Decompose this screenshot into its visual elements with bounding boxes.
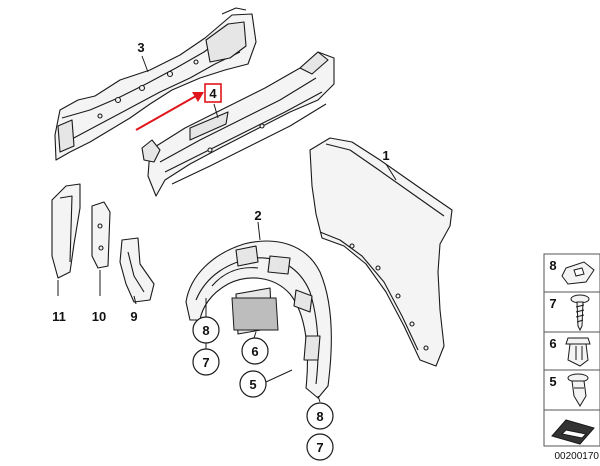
callout-circle-8-right <box>306 402 334 430</box>
part-11-pillar-bracket[interactable] <box>51 183 81 279</box>
plastic-rivet-icon <box>567 373 589 407</box>
label-part-7-right[interactable]: 7 <box>316 440 323 455</box>
leader-lines <box>57 55 397 403</box>
label-part-8-right[interactable]: 8 <box>316 409 323 424</box>
callout-circle-6 <box>241 337 269 365</box>
label-part-4[interactable]: 4 <box>209 86 217 101</box>
label-part-5[interactable]: 5 <box>249 377 256 392</box>
part-10-bracket[interactable] <box>91 201 111 269</box>
label-part-8-left[interactable]: 8 <box>202 323 209 338</box>
diagram-code: 00200170 <box>555 451 600 461</box>
part-4-cowl-lower-panel[interactable] <box>141 51 335 197</box>
callout-circle-5 <box>239 370 267 398</box>
vehicle-direction-icon <box>551 419 595 445</box>
highlight-arrow <box>135 92 204 131</box>
callout-circle-7-left <box>192 348 220 376</box>
label-part-7-left[interactable]: 7 <box>202 355 209 370</box>
label-part-2[interactable]: 2 <box>254 208 261 223</box>
highlight-box-part-4 <box>204 83 222 103</box>
part-1-fender-panel[interactable] <box>309 137 453 367</box>
label-part-3[interactable]: 3 <box>137 40 144 55</box>
part-9-bracket[interactable] <box>119 237 155 303</box>
label-part-6[interactable]: 6 <box>251 344 258 359</box>
legend-number-6: 6 <box>549 336 556 351</box>
legend-numbers: 8 7 6 5 <box>549 258 556 389</box>
expanding-nut-icon <box>565 337 591 367</box>
callout-circle-7-right <box>306 433 334 461</box>
label-part-1[interactable]: 1 <box>382 148 389 163</box>
label-part-10[interactable]: 10 <box>92 309 106 324</box>
callout-labels: 3 4 1 2 11 10 9 8 7 6 5 8 7 <box>52 40 390 461</box>
legend-number-8: 8 <box>549 258 556 273</box>
label-part-9[interactable]: 9 <box>130 309 137 324</box>
speed-nut-icon <box>561 261 595 285</box>
part-3-cowl-upper-panel[interactable] <box>54 7 257 161</box>
legend-number-5: 5 <box>549 374 556 389</box>
label-part-11[interactable]: 11 <box>52 309 66 324</box>
callout-circle-8-left <box>192 316 220 344</box>
screw-icon <box>570 294 590 332</box>
part-6-foam-block[interactable] <box>231 297 279 331</box>
legend-number-7: 7 <box>549 296 556 311</box>
